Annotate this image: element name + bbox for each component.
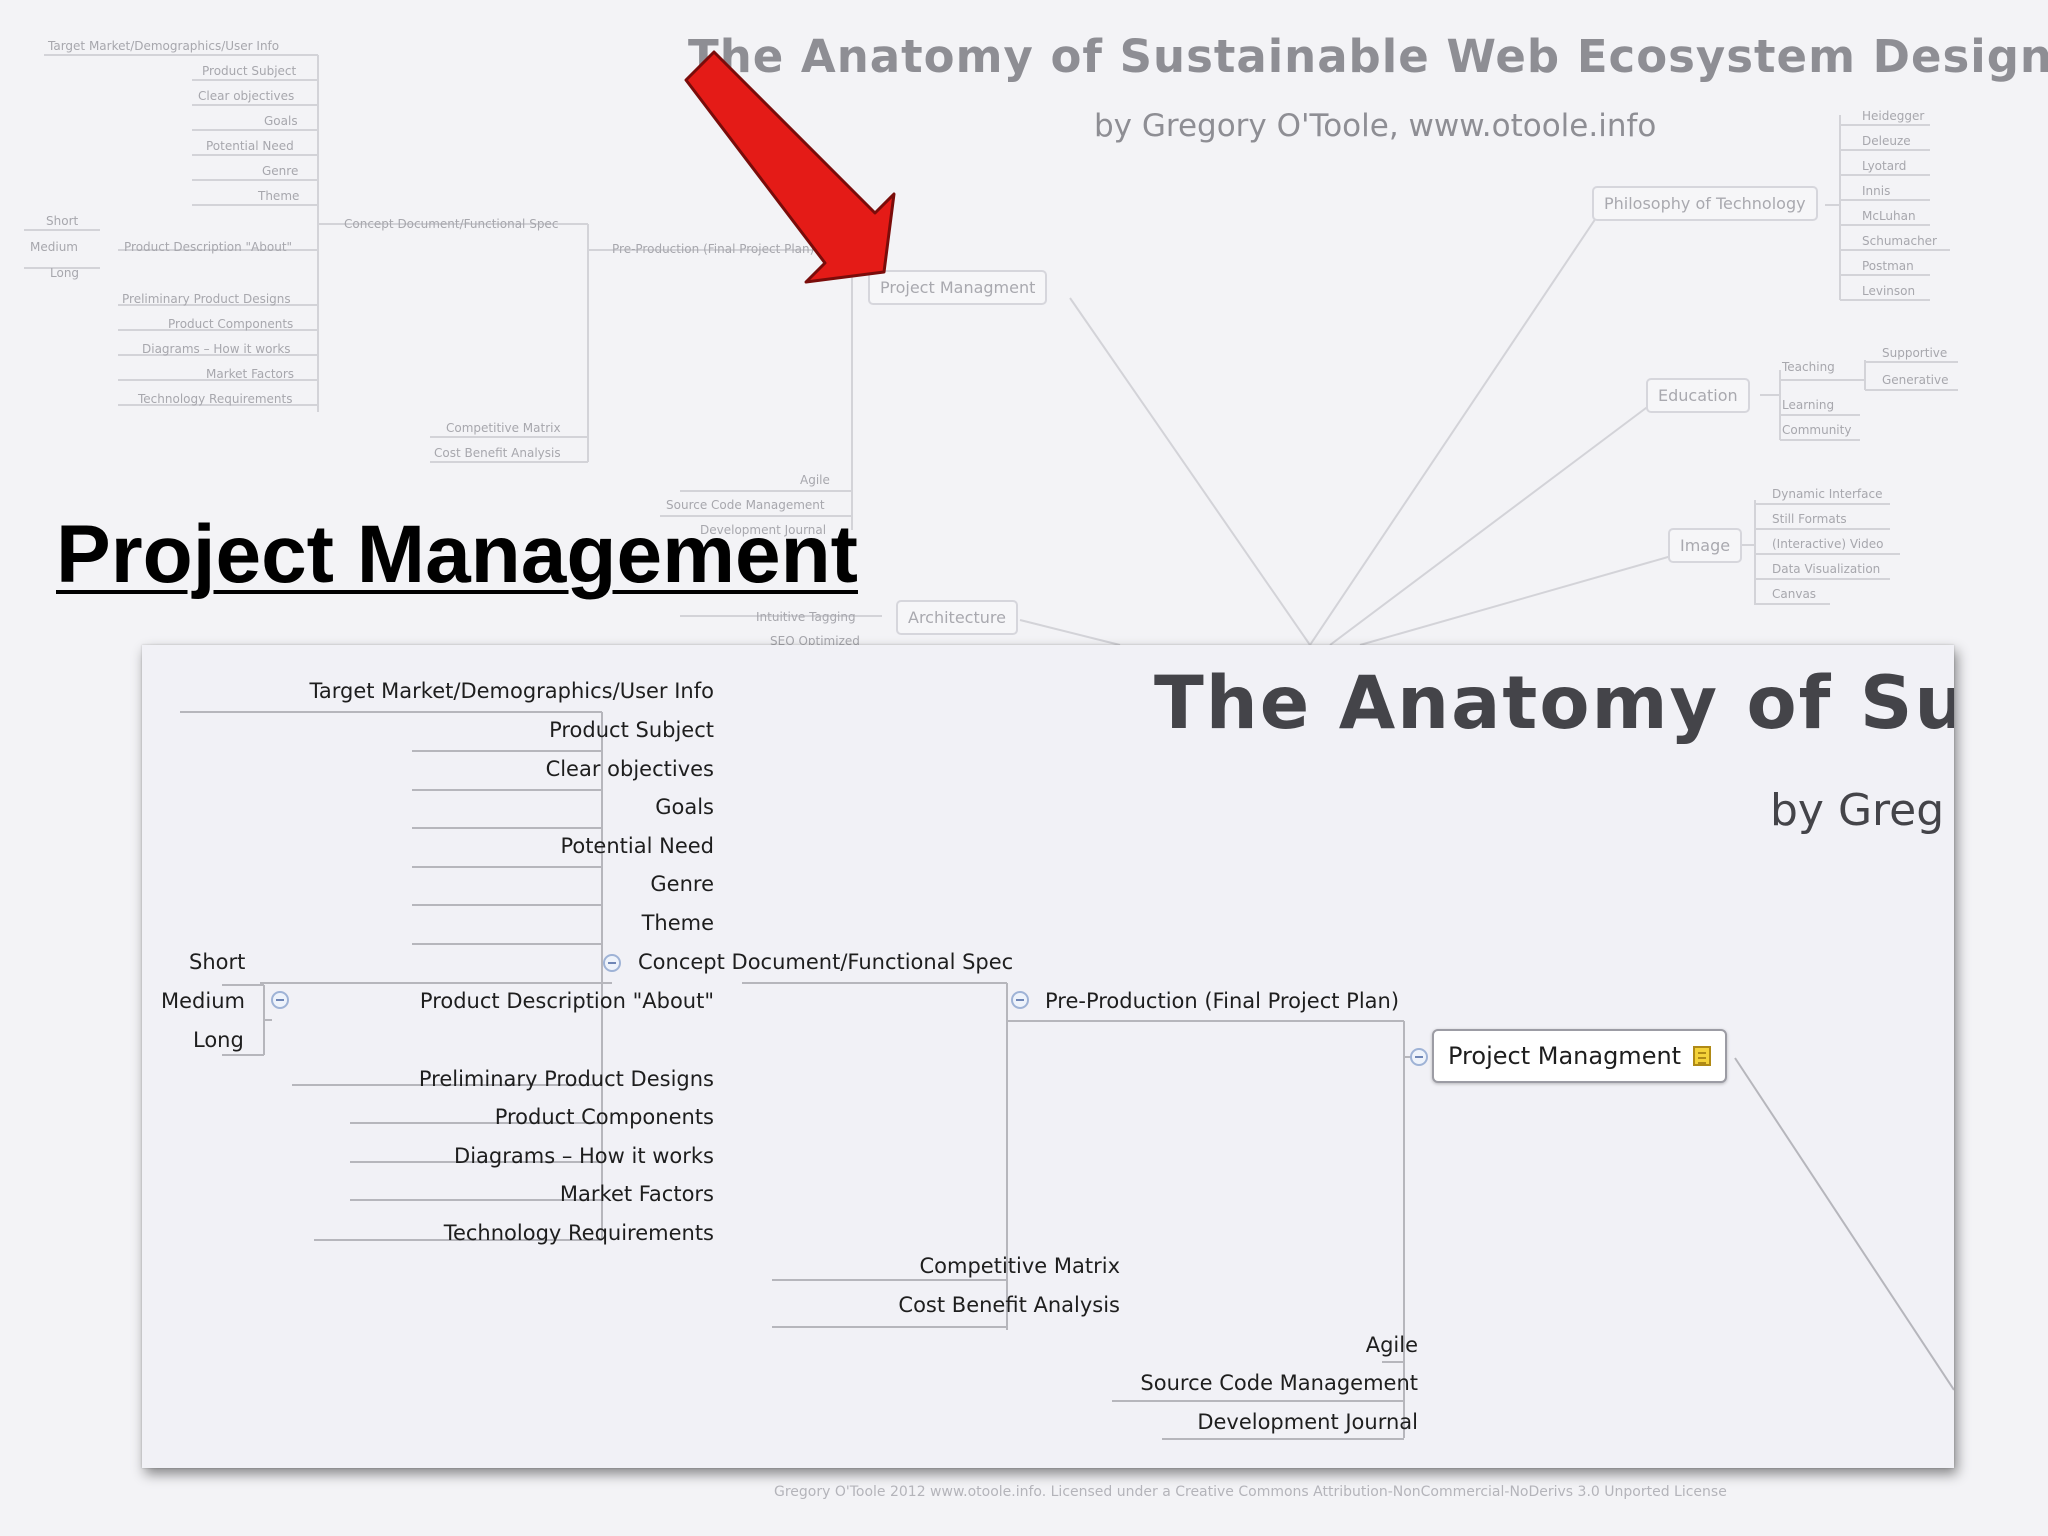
- bg-label: Medium: [30, 240, 78, 254]
- bg-label: Data Visualization: [1772, 562, 1881, 576]
- node-development-journal: Development Journal: [1197, 1410, 1418, 1434]
- node-competitive-matrix: Competitive Matrix: [919, 1254, 1121, 1278]
- bg-label: Concept Document/Functional Spec: [344, 217, 559, 231]
- bg-label: Product Components: [168, 317, 294, 331]
- bg-architecture-node: Architecture: [896, 600, 1018, 635]
- node-short: Short: [189, 950, 246, 974]
- node-source-code: Source Code Management: [1140, 1371, 1418, 1395]
- bg-label: McLuhan: [1862, 209, 1916, 223]
- node-technology-requirements: Technology Requirements: [443, 1221, 714, 1245]
- license-footer: Gregory O'Toole 2012 www.otoole.info. Li…: [774, 1484, 1727, 1500]
- bg-label: Canvas: [1772, 587, 1817, 601]
- bg-label: Product Description "About": [124, 240, 293, 254]
- bg-label: Learning: [1782, 398, 1835, 412]
- bg-label: Pre-Production (Final Project Plan): [612, 242, 815, 256]
- bg-label: Teaching: [1782, 360, 1835, 374]
- bg-label: Postman: [1862, 259, 1914, 273]
- bg-label: Supportive: [1882, 346, 1948, 360]
- bg-label: Cost Benefit Analysis: [434, 446, 561, 460]
- bg-label: Still Formats: [1772, 512, 1847, 526]
- zoomed-title: The Anatomy of Susta: [1154, 661, 1954, 746]
- note-icon: [1693, 1046, 1712, 1066]
- node-product-subject: Product Subject: [549, 718, 714, 742]
- node-long: Long: [193, 1028, 244, 1052]
- node-agile: Agile: [1365, 1333, 1418, 1357]
- slide-heading: Project Management: [56, 509, 858, 600]
- bg-label: Diagrams – How it works: [142, 342, 291, 356]
- node-medium: Medium: [161, 989, 245, 1013]
- bg-label: Genre: [262, 164, 299, 178]
- bg-label: Target Market/Demographics/User Info: [48, 39, 280, 53]
- bg-label: Dynamic Interface: [1772, 487, 1883, 501]
- node-project-management: Project Managment: [1432, 1029, 1728, 1083]
- bg-label: Levinson: [1862, 284, 1916, 298]
- bg-label: Lyotard: [1862, 159, 1907, 173]
- bg-label: Long: [50, 266, 80, 280]
- bg-image-node: Image: [1668, 528, 1743, 563]
- node-potential-need: Potential Need: [560, 834, 714, 858]
- node-preliminary-designs: Preliminary Product Designs: [418, 1067, 714, 1091]
- node-concept-document: Concept Document/Functional Spec: [638, 950, 1014, 974]
- background-title: The Anatomy of Sustainable Web Ecosystem…: [688, 30, 2048, 83]
- node-diagrams: Diagrams – How it works: [454, 1144, 714, 1168]
- node-market-factors: Market Factors: [559, 1182, 714, 1206]
- bg-label: Development Journal: [700, 523, 827, 537]
- node-pre-production: Pre-Production (Final Project Plan): [1045, 989, 1400, 1013]
- node-genre: Genre: [650, 872, 714, 896]
- bg-label: Heidegger: [1862, 109, 1925, 123]
- node-goals: Goals: [655, 795, 714, 819]
- zoomed-map-panel: The Anatomy of Susta by Greg Target Mark…: [142, 645, 1954, 1468]
- bg-label: Intuitive Tagging: [756, 610, 856, 624]
- background-subtitle: by Gregory O'Toole, www.otoole.info: [1094, 108, 1657, 144]
- bg-label: Technology Requirements: [138, 392, 293, 406]
- zoomed-connectors: [180, 711, 1954, 1440]
- bg-philosophy-node: Philosophy of Technology: [1592, 186, 1818, 221]
- bg-label: Short: [46, 214, 79, 228]
- bg-label: Schumacher: [1862, 234, 1937, 248]
- bg-label: Clear objectives: [198, 89, 295, 103]
- bg-label: Deleuze: [1862, 134, 1911, 148]
- node-cost-benefit: Cost Benefit Analysis: [898, 1293, 1120, 1317]
- zoomed-subtitle: by Greg: [1770, 785, 1945, 836]
- bg-label: Preliminary Product Designs: [122, 292, 291, 306]
- bg-project-node: Project Managment: [868, 270, 1048, 305]
- bg-label: Generative: [1882, 373, 1949, 387]
- node-theme: Theme: [641, 911, 714, 935]
- node-product-description: Product Description "About": [419, 989, 714, 1013]
- bg-label: SEO Optimized: [770, 634, 860, 648]
- red-arrow-icon: [684, 50, 896, 284]
- bg-label: Theme: [258, 189, 300, 203]
- bg-label: Competitive Matrix: [446, 421, 561, 435]
- bg-label: (Interactive) Video: [1772, 537, 1884, 551]
- bg-label: Product Subject: [202, 64, 297, 78]
- node-clear-objectives: Clear objectives: [545, 757, 714, 781]
- bg-label: Source Code Management: [666, 498, 825, 512]
- node-product-components: Product Components: [494, 1105, 714, 1129]
- node-target-market: Target Market/Demographics/User Info: [309, 679, 714, 703]
- bg-label: Agile: [800, 473, 830, 487]
- bg-label: Goals: [264, 114, 298, 128]
- bg-education-node: Education: [1646, 378, 1750, 413]
- bg-label: Innis: [1862, 184, 1891, 198]
- bg-label: Market Factors: [206, 367, 295, 381]
- bg-label: Community: [1782, 423, 1852, 437]
- bg-label: Potential Need: [206, 139, 294, 153]
